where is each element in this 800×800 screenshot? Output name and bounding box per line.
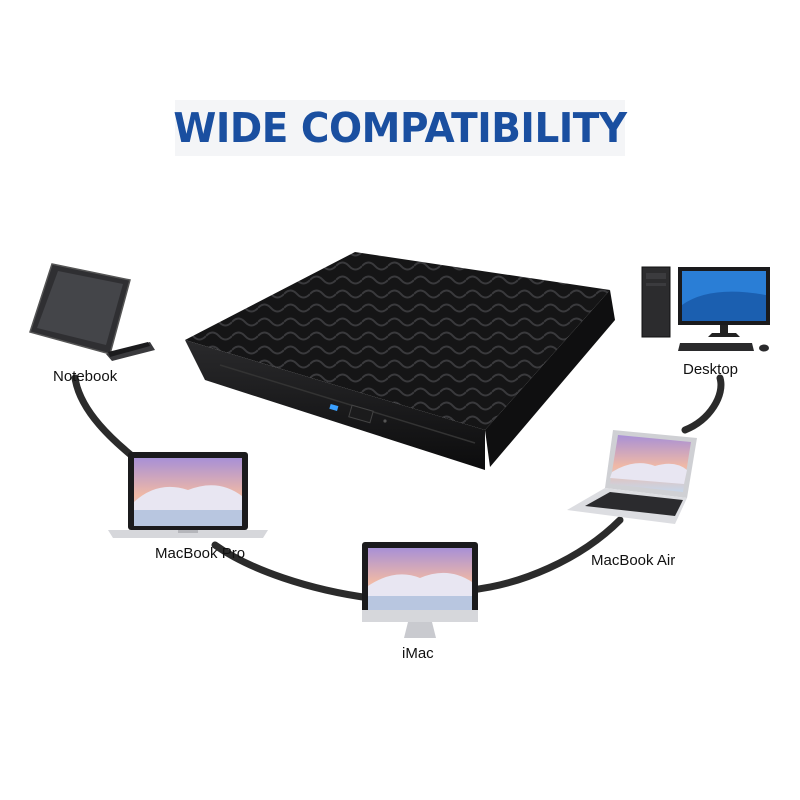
- notebook-laptop-icon: [29, 263, 155, 361]
- cable-imac-macbookair: [466, 516, 624, 594]
- optical-drive-icon: [185, 252, 615, 470]
- desktop-pc-icon: [641, 266, 770, 352]
- label-imac: iMac: [402, 645, 434, 662]
- label-notebook: Notebook: [53, 368, 118, 385]
- label-desktop: Desktop: [683, 361, 739, 378]
- macbook-pro-laptop-icon: [108, 452, 268, 538]
- imac-icon: [362, 542, 478, 638]
- cable-macbookair-desktop: [681, 374, 725, 434]
- page-title: WIDE COMPATIBILITY: [173, 104, 627, 152]
- label-macbook-pro: MacBook Pro: [155, 545, 246, 562]
- title-background: [175, 100, 625, 156]
- cable-macbookpro-imac: [211, 541, 374, 602]
- label-macbook-air: MacBook Air: [591, 552, 676, 569]
- macbook-air-laptop-icon: [567, 430, 697, 524]
